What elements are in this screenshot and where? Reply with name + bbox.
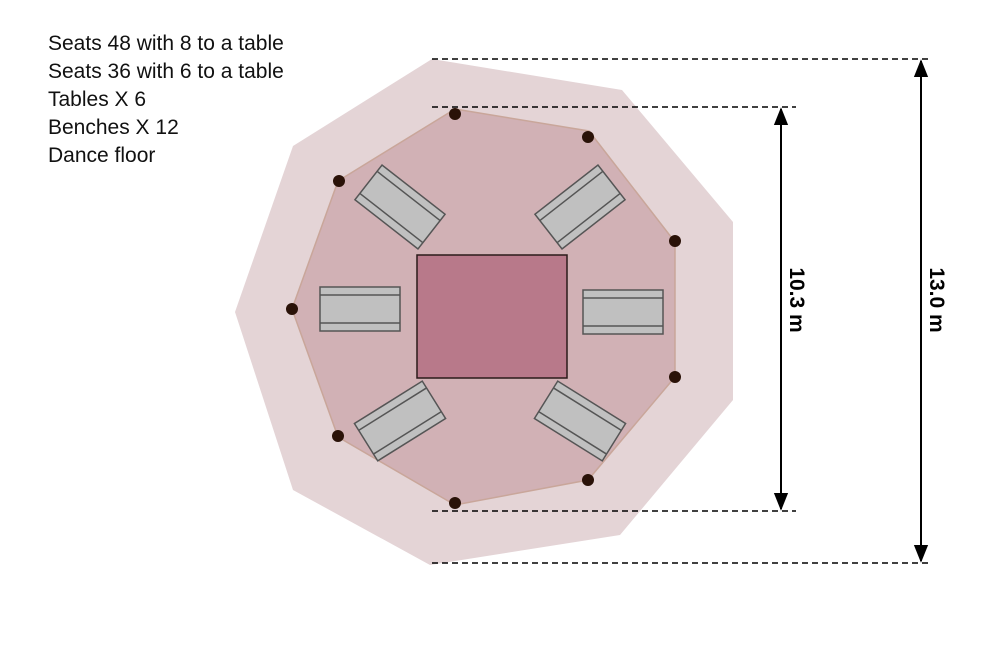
info-list: Seats 48 with 8 to a table Seats 36 with…	[48, 30, 284, 170]
table-lower-left	[353, 380, 447, 462]
pole-dot-icon	[669, 235, 681, 247]
table-upper-left	[353, 163, 447, 251]
pole-dot-icon	[582, 474, 594, 486]
table-upper-right	[533, 163, 627, 251]
table-left	[319, 286, 401, 332]
info-seats-8: Seats 48 with 8 to a table	[48, 32, 284, 55]
pole-dot-icon	[449, 108, 461, 120]
pole-dot-icon	[449, 497, 461, 509]
table-lower-right	[533, 380, 627, 462]
pole-dot-icon	[582, 131, 594, 143]
table-right	[582, 289, 664, 335]
info-tables: Tables X 6	[48, 88, 147, 111]
inner-dimension-label: 10.3 m	[785, 267, 808, 332]
dance-floor	[416, 254, 568, 379]
info-dance-floor: Dance floor	[48, 144, 156, 167]
info-seats-6: Seats 36 with 6 to a table	[48, 60, 284, 83]
info-benches: Benches X 12	[48, 116, 179, 139]
pole-dot-icon	[333, 175, 345, 187]
pole-dots	[286, 108, 681, 509]
pole-dot-icon	[286, 303, 298, 315]
outer-dimension-label: 13.0 m	[925, 267, 948, 332]
pole-dot-icon	[669, 371, 681, 383]
pole-dot-icon	[332, 430, 344, 442]
